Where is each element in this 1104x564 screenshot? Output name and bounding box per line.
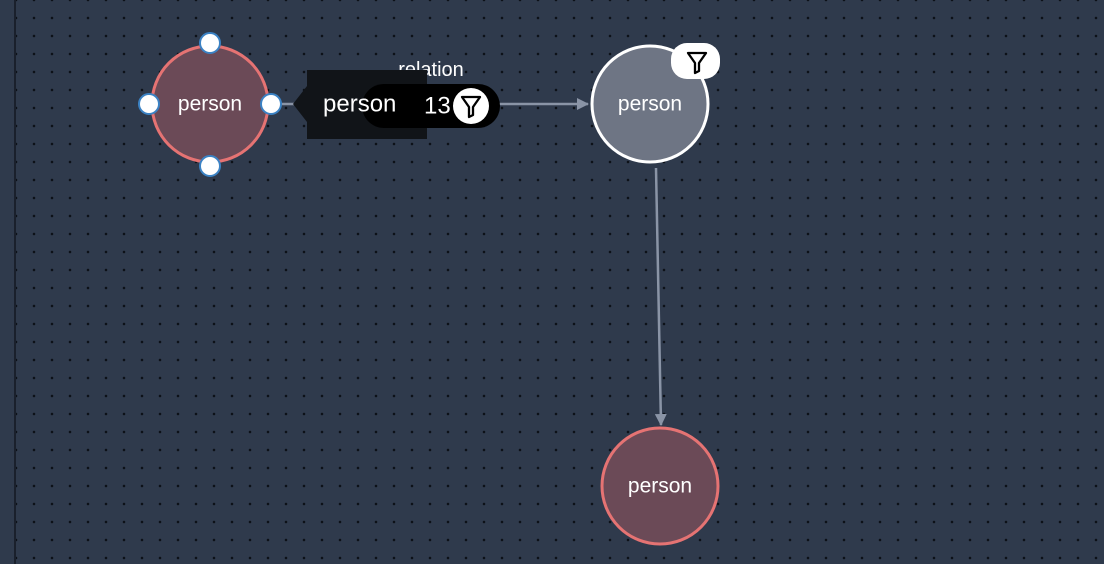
connection-handle-right[interactable] xyxy=(260,93,282,115)
edge-count: 13 xyxy=(424,93,451,120)
node-label: person xyxy=(628,475,692,498)
canvas-left-border xyxy=(14,0,16,564)
connection-handle-top[interactable] xyxy=(199,32,221,54)
connection-handle-left[interactable] xyxy=(138,93,160,115)
filter-icon[interactable] xyxy=(453,88,489,124)
tooltip-arrow xyxy=(293,86,307,122)
node-person-filtered[interactable]: person xyxy=(590,43,720,164)
filter-icon[interactable] xyxy=(671,43,720,79)
edge-count-badge[interactable]: 13 xyxy=(362,84,500,128)
node-person-selected[interactable]: person xyxy=(138,32,282,177)
edge-vertical-line[interactable] xyxy=(654,167,667,426)
node-label: person xyxy=(178,93,242,116)
node-person-bottom[interactable]: person xyxy=(600,426,720,546)
node-label: person xyxy=(618,93,682,116)
connection-handle-bottom[interactable] xyxy=(199,155,221,177)
tooltip-text: person xyxy=(323,91,396,118)
